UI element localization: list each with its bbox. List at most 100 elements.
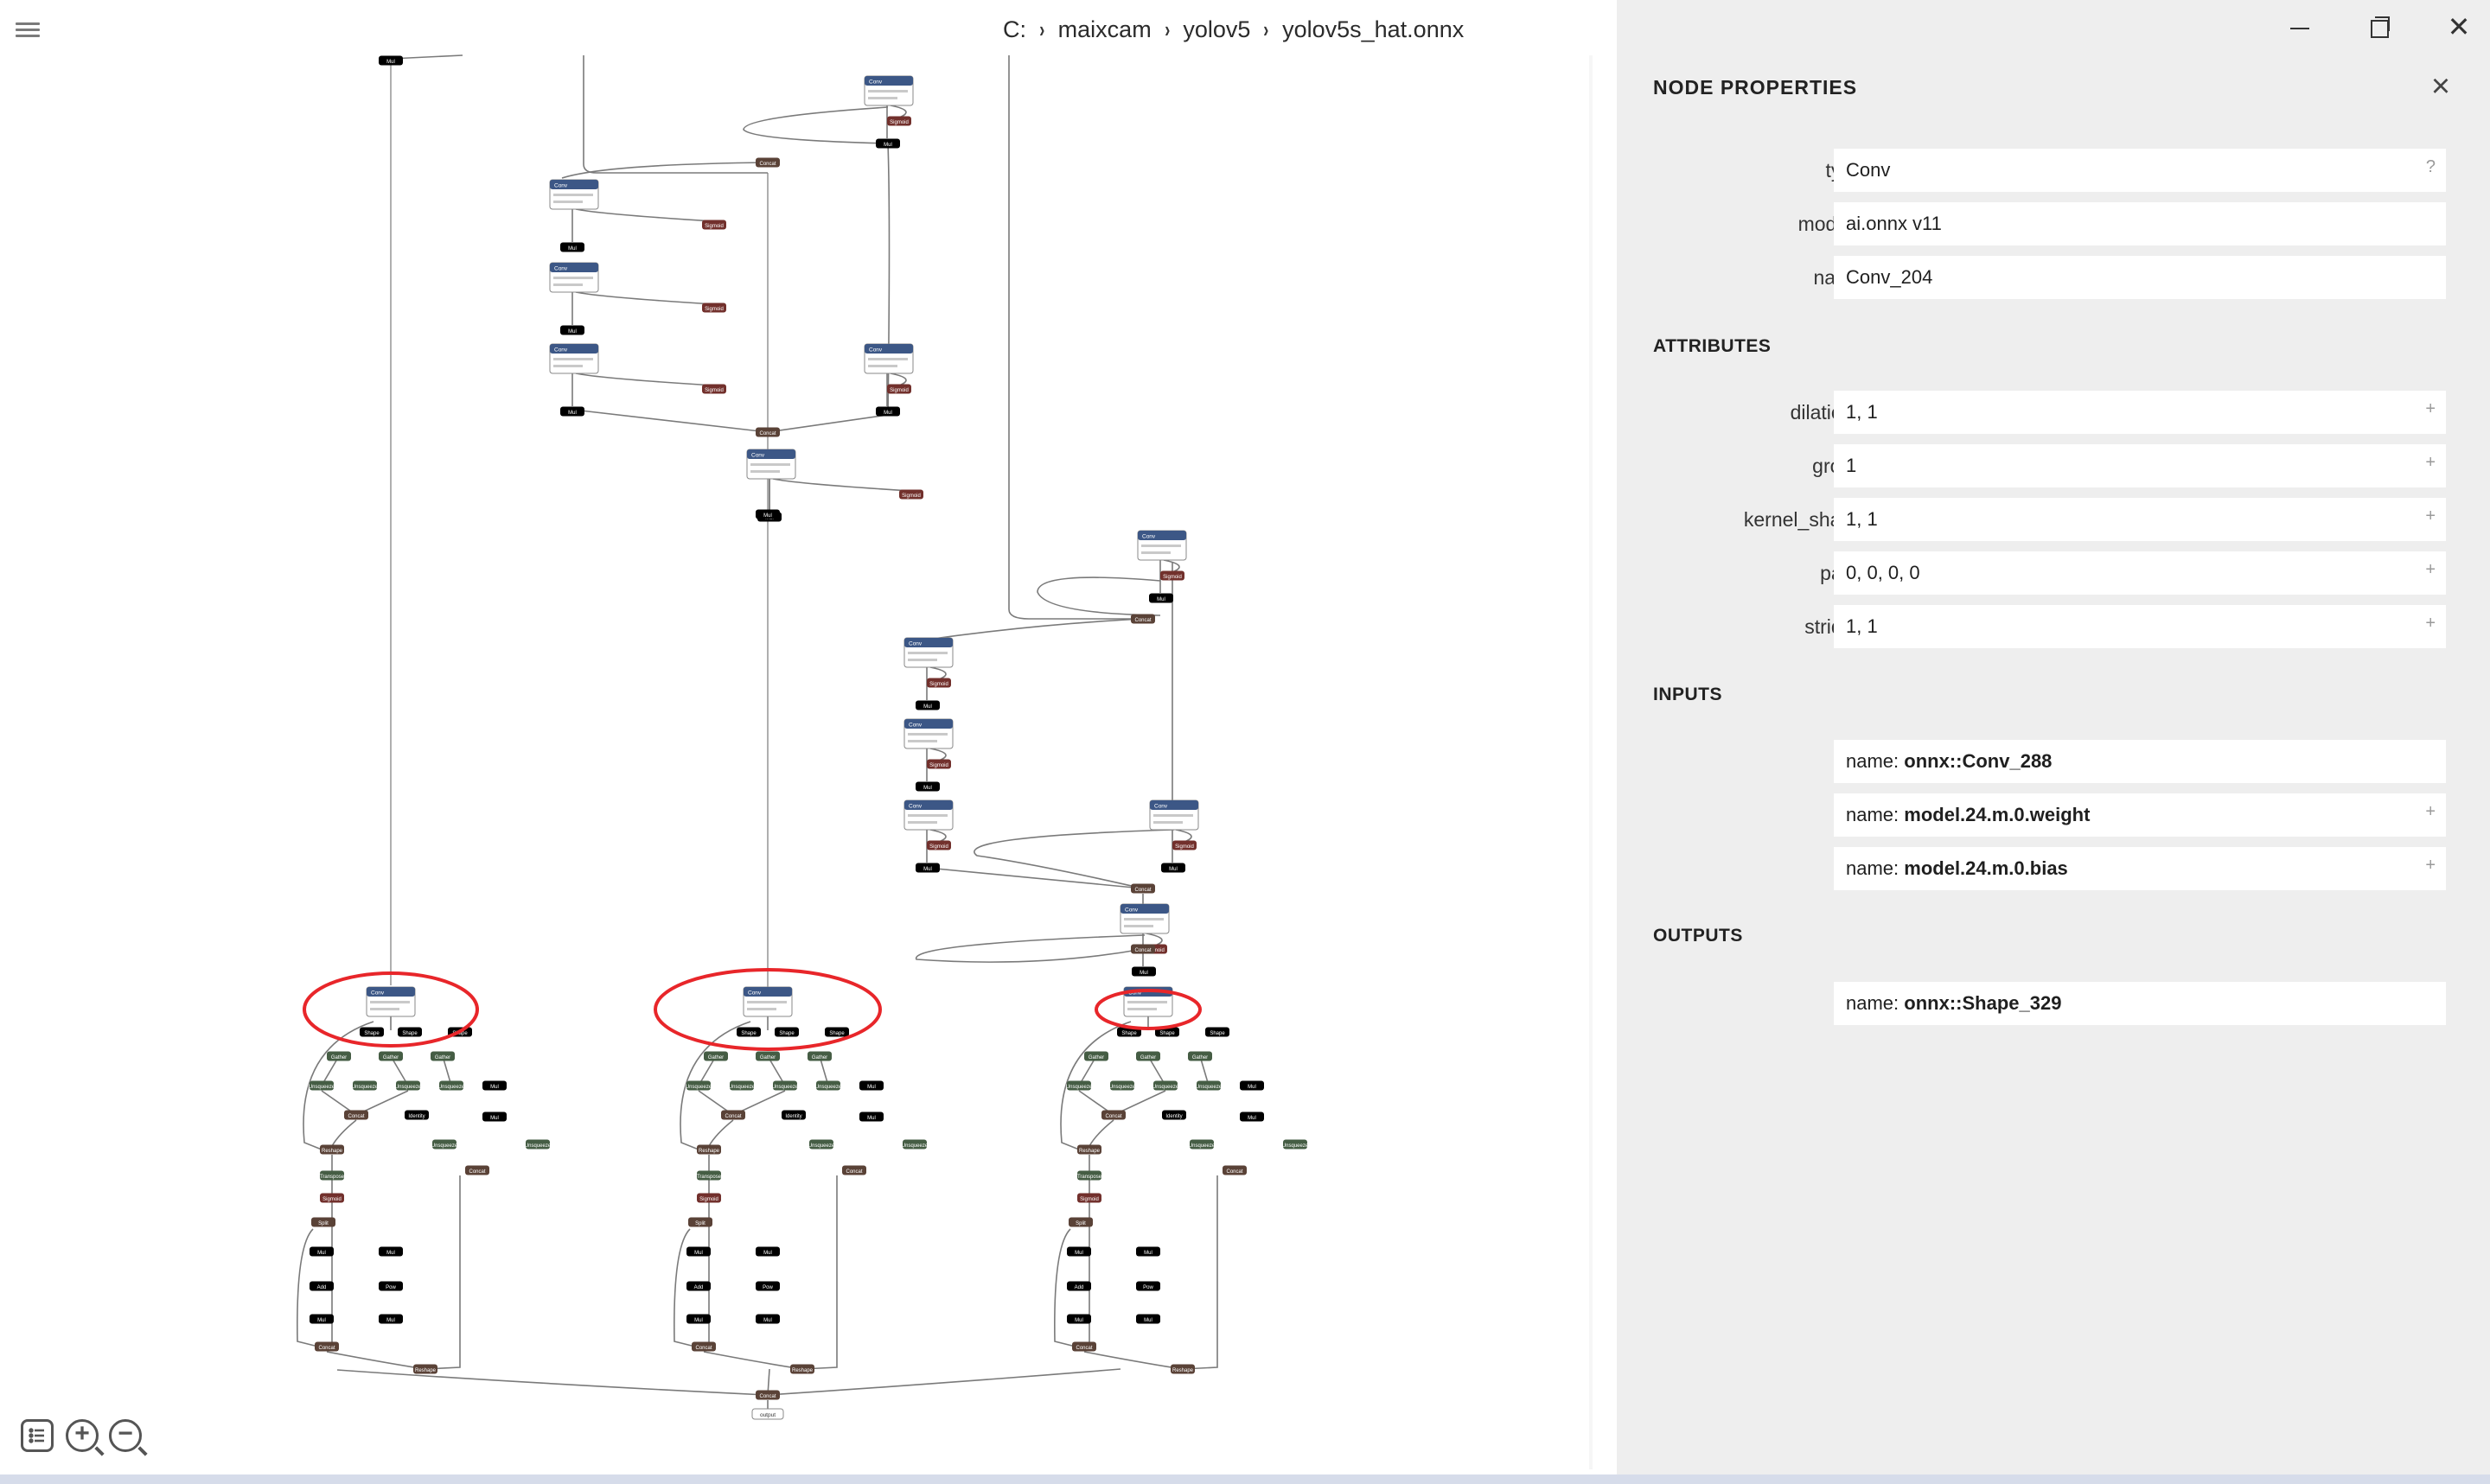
unsqueeze-label: Unsqueeze <box>772 1085 799 1090</box>
attr-line <box>868 90 908 92</box>
vertical-scrollbar[interactable]: ▲ ▼ <box>1589 55 1593 1469</box>
restore-icon[interactable] <box>2353 9 2405 45</box>
concat-label: Concat <box>695 1346 712 1351</box>
mul-label: Mul <box>490 1116 499 1121</box>
mul-node <box>482 1080 507 1091</box>
mul-label: Mul <box>923 704 932 710</box>
chevron-right-icon: › <box>1263 16 1269 42</box>
input-value-b[interactable]: name: model.24.m.0.bias + <box>1834 847 2446 890</box>
reshape-node <box>790 1364 814 1374</box>
input-row-x: X name: onnx::Conv_288 <box>1617 740 2490 785</box>
mul-label: Mul <box>1075 1251 1083 1256</box>
mul-node <box>379 55 403 66</box>
prop-value-name[interactable]: Conv_204 <box>1834 256 2446 299</box>
attr-value-pads[interactable]: 0, 0, 0, 0 + <box>1834 551 2446 595</box>
graph-edge <box>1078 1055 1210 1086</box>
expand-icon[interactable]: + <box>2425 560 2436 579</box>
attr-value-kernel-shape[interactable]: 1, 1 + <box>1834 498 2446 541</box>
attr-value-strides[interactable]: 1, 1 + <box>1834 605 2446 648</box>
graph-edge <box>926 867 1144 889</box>
conv-header <box>865 344 913 353</box>
expand-icon[interactable]: + <box>2425 399 2436 418</box>
name-prefix: name: <box>1846 804 1905 825</box>
transpose-node <box>320 1170 344 1181</box>
pow-label: Pow <box>386 1285 396 1290</box>
breadcrumb-folder-maixcam[interactable]: maixcam <box>1057 16 1152 42</box>
zoom-out-icon[interactable]: − <box>109 1419 148 1456</box>
prop-value-type[interactable]: Conv ? <box>1834 149 2446 192</box>
input-value-w[interactable]: name: model.24.m.0.weight + <box>1834 793 2446 837</box>
name-prefix: name: <box>1846 992 1905 1014</box>
unsqueeze-label: Unsqueeze <box>902 1143 929 1149</box>
output-value-y[interactable]: name: onnx::Shape_329 <box>1834 982 2446 1025</box>
shape-node <box>825 1027 849 1037</box>
scroll-down-icon[interactable]: ▼ <box>1589 1438 1593 1462</box>
gather-node <box>704 1051 728 1061</box>
mul-label: Mul <box>386 1251 395 1256</box>
zoom-in-icon[interactable]: + <box>66 1419 105 1456</box>
mul-label: Mul <box>1144 1318 1152 1323</box>
mul-node <box>482 1111 507 1122</box>
sigmoid-label: Sigmoid <box>902 494 921 499</box>
output-label: output <box>760 1412 776 1418</box>
minimize-icon[interactable] <box>2274 9 2326 45</box>
mul-node <box>560 242 584 252</box>
concat-label: Concat <box>1226 1169 1242 1175</box>
graph-edges <box>297 54 1218 1409</box>
gather-node <box>327 1051 351 1061</box>
help-icon[interactable]: ? <box>2425 157 2436 176</box>
attr-row-dilations: dilations 1, 1 + <box>1617 391 2490 436</box>
graph-edge <box>336 1369 767 1396</box>
close-icon[interactable]: × <box>2430 68 2451 105</box>
menu-icon[interactable] <box>16 19 40 41</box>
scroll-up-icon[interactable]: ▲ <box>1589 61 1593 85</box>
expand-icon[interactable]: + <box>2425 506 2436 525</box>
attr-line <box>553 358 593 360</box>
gather-label: Gather <box>435 1055 450 1060</box>
gather-label: Gather <box>1140 1055 1156 1060</box>
breadcrumb-folder-yolov5[interactable]: yolov5 <box>1183 16 1251 42</box>
mul-label: Mul <box>763 1318 772 1323</box>
conv-header <box>747 449 795 459</box>
expand-icon[interactable]: + <box>2425 614 2436 633</box>
expand-icon[interactable]: + <box>2425 453 2436 472</box>
prop-value-module[interactable]: ai.onnx v11 <box>1834 202 2446 245</box>
expand-icon[interactable]: + <box>2425 802 2436 821</box>
sigmoid-node <box>899 489 923 500</box>
list-icon[interactable] <box>21 1419 54 1452</box>
concat-node <box>1131 944 1155 954</box>
unsqueeze-label: Unsqueeze <box>815 1085 842 1090</box>
unsqueeze-node <box>353 1080 377 1091</box>
breadcrumb-drive[interactable]: C: <box>1003 16 1026 42</box>
conv-label: Conv <box>1154 804 1168 810</box>
mul-node <box>379 1314 403 1324</box>
input-value-x[interactable]: name: onnx::Conv_288 <box>1834 740 2446 783</box>
onnx-graph[interactable]: ConvSigmoidMulConvSigmoidMulConvSigmoidM… <box>0 0 1587 1469</box>
graph-edge <box>1175 829 1192 843</box>
conv-label: Conv <box>554 347 568 353</box>
breadcrumb-file[interactable]: yolov5s_hat.onnx <box>1282 16 1465 42</box>
attr-line <box>868 365 897 367</box>
mul-node <box>756 1246 780 1257</box>
mul-node <box>1136 1246 1160 1257</box>
unsqueeze-label: Unsqueeze <box>438 1085 465 1090</box>
conv-header <box>550 180 598 189</box>
output-row-y: Y name: onnx::Shape_329 <box>1617 982 2490 1027</box>
conv-header <box>550 263 598 272</box>
attr-value-dilations[interactable]: 1, 1 + <box>1834 391 2446 434</box>
graph-edge <box>583 55 768 174</box>
conv-header <box>1150 800 1198 810</box>
prop-value-text: ai.onnx v11 <box>1846 213 1942 234</box>
attr-row-group: group 1 + <box>1617 444 2490 489</box>
unsqueeze-node <box>1110 1080 1134 1091</box>
graph-canvas[interactable]: C: › maixcam › yolov5 › yolov5s_hat.onnx… <box>0 0 1593 1469</box>
sigmoid-label: Sigmoid <box>890 388 909 393</box>
attr-line <box>1127 1001 1167 1003</box>
concat-label: Concat <box>759 162 776 167</box>
attr-value-group[interactable]: 1 + <box>1834 444 2446 487</box>
expand-icon[interactable]: + <box>2425 856 2436 875</box>
mul-label: Mul <box>923 867 932 872</box>
window-close-icon[interactable]: ✕ <box>2447 11 2471 42</box>
unsqueeze-node <box>773 1080 797 1091</box>
prop-value-text: 1, 1 <box>1846 401 1878 423</box>
